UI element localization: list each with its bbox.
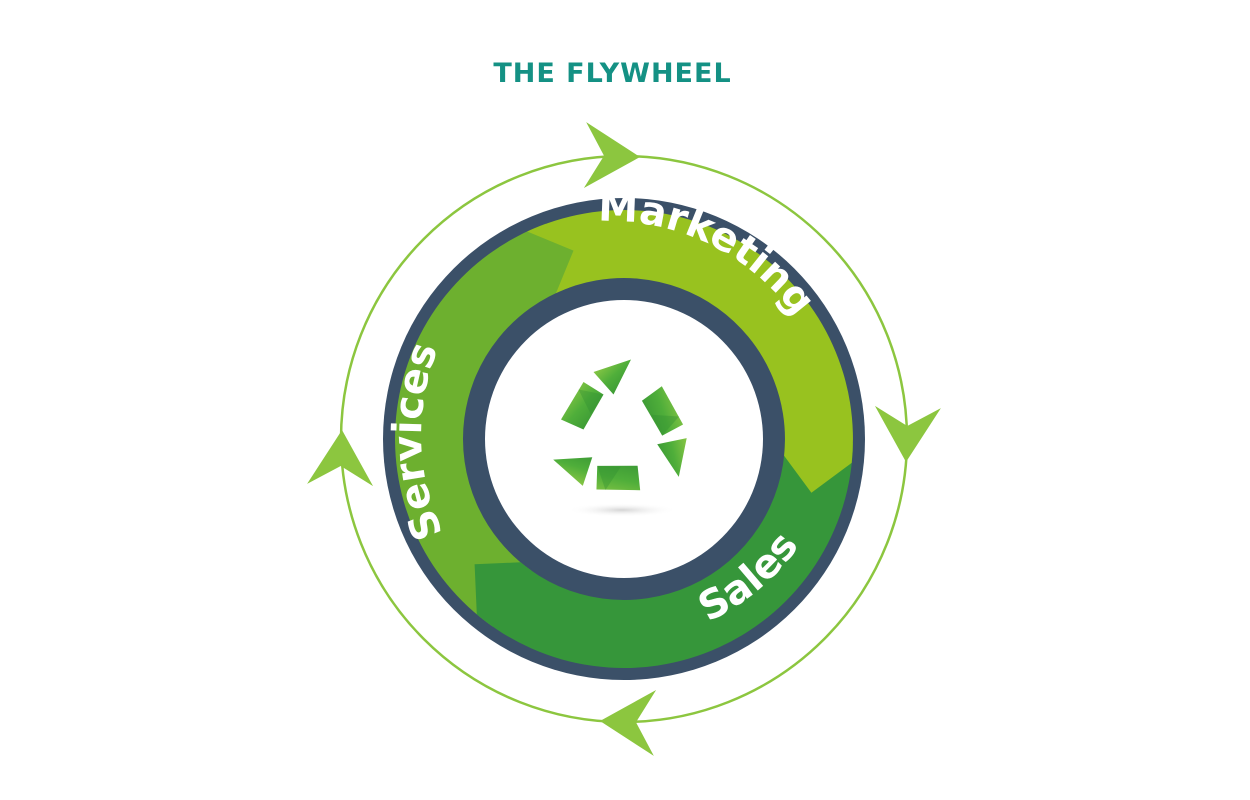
arrowhead-icon	[583, 122, 640, 189]
cycle-arrowhead-right	[874, 405, 941, 462]
diagram-title: THE FLYWHEEL	[493, 58, 732, 89]
cycle-arrowhead-top	[583, 122, 640, 189]
arrowhead-icon	[307, 430, 374, 487]
recycle-icon	[553, 359, 714, 521]
recycle-shadow	[567, 503, 677, 517]
arrowhead-icon	[600, 689, 657, 756]
cycle-arrowhead-bottom	[600, 689, 657, 756]
cycle-arrowhead-left	[307, 430, 374, 487]
center-hub	[485, 300, 763, 578]
segment-services	[395, 223, 591, 627]
segment-sales	[474, 441, 853, 669]
segment-marketing	[527, 210, 853, 493]
arrowhead-icon	[874, 405, 941, 462]
